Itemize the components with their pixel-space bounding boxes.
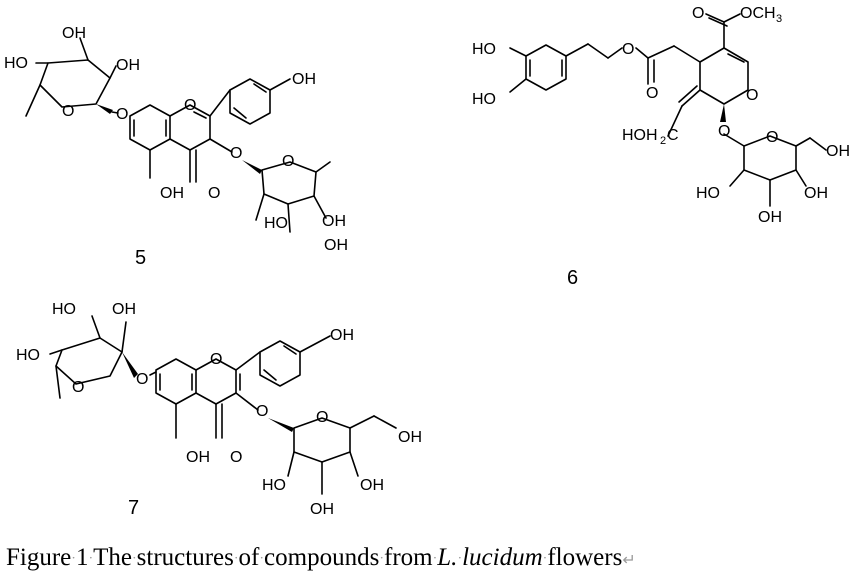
atom-label: O bbox=[622, 41, 634, 58]
caption-word: from bbox=[384, 544, 433, 571]
atom-label: HO bbox=[472, 41, 496, 58]
atom-label: O bbox=[692, 5, 704, 22]
atom-label: O bbox=[282, 153, 294, 170]
space-mark: · bbox=[457, 551, 463, 567]
space-mark: · bbox=[132, 551, 137, 567]
compound-number-7: 7 bbox=[128, 497, 139, 519]
atom-label: O bbox=[230, 449, 242, 466]
compound-6-labels: HO HO O O O OCH 3 O HOH 2 C O O OH HO OH… bbox=[472, 5, 850, 289]
compound-number-6: 6 bbox=[567, 267, 578, 289]
atom-label: O bbox=[62, 103, 74, 120]
space-mark: · bbox=[432, 551, 438, 567]
atom-label: O bbox=[210, 351, 222, 368]
atom-label: C bbox=[667, 127, 679, 144]
atom-label: OH bbox=[398, 429, 422, 446]
caption-word: The bbox=[93, 544, 132, 571]
caption-word: structures bbox=[136, 544, 234, 571]
caption-species: lucidum bbox=[462, 544, 543, 571]
caption-word: flowers bbox=[547, 544, 623, 571]
chemical-structures-diagram: OH OH HO O O O OH O OH O O HO OH OH 5 bbox=[4, 5, 850, 519]
caption-genus: L. bbox=[437, 544, 458, 571]
atom-label: OH bbox=[310, 501, 334, 518]
atom-label: OH bbox=[112, 301, 136, 318]
atom-label: O bbox=[718, 123, 730, 140]
space-mark: · bbox=[259, 551, 265, 567]
atom-label: OH bbox=[160, 185, 184, 202]
atom-label: O bbox=[316, 409, 328, 426]
atom-label: HO bbox=[264, 215, 288, 232]
atom-label: OH bbox=[186, 449, 210, 466]
atom-subscript: 2 bbox=[660, 135, 666, 147]
atom-subscript: 3 bbox=[776, 13, 782, 25]
atom-label: OH bbox=[292, 71, 316, 88]
return-mark: ↵ bbox=[622, 552, 636, 569]
caption-word: compounds bbox=[264, 544, 380, 571]
compound-5-labels: OH OH HO O O O OH O OH O O HO OH OH 5 bbox=[4, 25, 348, 269]
atom-label: OH bbox=[758, 209, 782, 226]
atom-label: OH bbox=[116, 57, 140, 74]
compound-7-structure bbox=[49, 315, 397, 495]
atom-label: HOH bbox=[622, 127, 658, 144]
atom-label: OH bbox=[826, 143, 850, 160]
atom-label: O bbox=[136, 371, 148, 388]
atom-label: O bbox=[184, 97, 196, 114]
space-mark: · bbox=[233, 551, 239, 567]
atom-label: HO bbox=[16, 347, 40, 364]
atom-label: HO bbox=[472, 91, 496, 108]
atom-label: O bbox=[208, 185, 220, 202]
atom-label: O bbox=[746, 87, 758, 104]
atom-label: OH bbox=[322, 213, 346, 230]
atom-label: OH bbox=[62, 25, 86, 42]
atom-label: OH bbox=[804, 185, 828, 202]
compound-number-5: 5 bbox=[135, 247, 146, 269]
space-mark: · bbox=[71, 551, 76, 567]
atom-label: HO bbox=[4, 55, 28, 72]
space-mark: · bbox=[88, 551, 94, 567]
atom-label: HO bbox=[52, 301, 76, 318]
caption-word: of bbox=[238, 544, 260, 571]
atom-label: O bbox=[116, 106, 128, 123]
atom-label: HO bbox=[262, 477, 286, 494]
space-mark: · bbox=[379, 551, 384, 567]
figure-caption: Figure·1·The·structures·of·compounds·fro… bbox=[6, 544, 636, 572]
compound-7-labels: HO OH HO O O O OH O OH O O OH HO OH OH 7 bbox=[16, 301, 422, 519]
caption-word: Figure bbox=[6, 544, 72, 571]
caption-word: 1 bbox=[75, 544, 89, 571]
compound-5-structure bbox=[25, 37, 331, 233]
space-mark: · bbox=[542, 551, 548, 567]
atom-label: O bbox=[230, 145, 242, 162]
atom-label: OH bbox=[324, 237, 348, 254]
atom-label: OH bbox=[330, 327, 354, 344]
compound-6-structure bbox=[509, 13, 827, 207]
atom-label: O bbox=[256, 403, 268, 420]
atom-label: O bbox=[646, 85, 658, 102]
atom-label: O bbox=[766, 129, 778, 146]
atom-label: OH bbox=[360, 477, 384, 494]
atom-label: OCH bbox=[740, 5, 776, 22]
atom-label: O bbox=[72, 379, 84, 396]
atom-label: HO bbox=[696, 185, 720, 202]
